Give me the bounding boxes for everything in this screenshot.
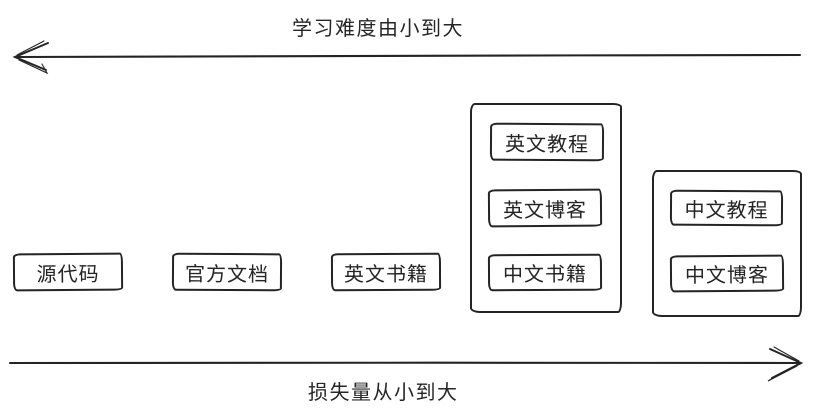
node-english-tutorials: 英文教程	[489, 122, 605, 162]
node-official-docs-label: 官方文档	[184, 261, 270, 286]
node-english-blogs: 英文博客	[487, 188, 603, 228]
node-chinese-books: 中文书籍	[487, 253, 603, 292]
left-arrow-icon	[12, 40, 802, 75]
node-english-tutorials-label: 英文教程	[504, 131, 590, 156]
node-chinese-blogs: 中文博客	[669, 254, 785, 293]
group-chinese-resources: 中文教程 中文博客	[652, 170, 802, 317]
node-english-blogs-label: 英文博客	[502, 197, 588, 222]
node-source-code: 源代码	[12, 252, 124, 292]
top-axis-label: 学习难度由小到大	[292, 16, 464, 40]
node-english-books: 英文书籍	[330, 252, 442, 292]
node-english-books-label: 英文书籍	[343, 261, 429, 286]
node-source-code-label: 源代码	[36, 261, 100, 286]
bottom-axis-label: 损失量从小到大	[308, 380, 459, 404]
node-chinese-tutorials-label: 中文教程	[684, 197, 769, 222]
node-chinese-tutorials: 中文教程	[669, 189, 784, 227]
node-chinese-blogs-label: 中文博客	[684, 262, 770, 288]
group-english-resources: 英文教程 英文博客 中文书籍	[470, 103, 622, 313]
right-arrow-icon	[8, 346, 804, 382]
node-official-docs: 官方文档	[171, 252, 283, 292]
node-chinese-books-label: 中文书籍	[502, 261, 588, 287]
